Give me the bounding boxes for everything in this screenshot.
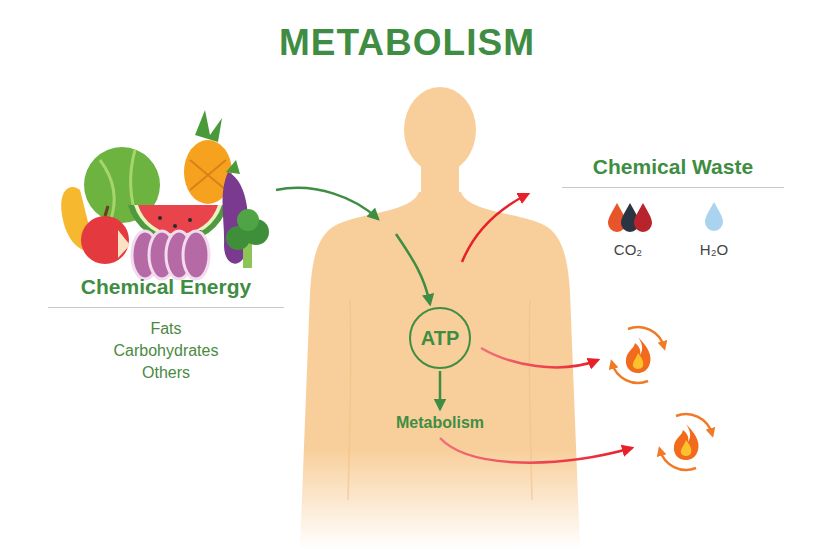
flow-arrow <box>439 371 442 409</box>
red-arrows <box>481 348 598 367</box>
fire-icon <box>633 353 644 369</box>
section-heading: Chemical Waste <box>562 155 784 188</box>
fruit-illustration <box>132 231 209 279</box>
chemical-formula: CO₂ <box>614 241 642 258</box>
body-silhouette <box>529 300 532 500</box>
section-heading: Chemical Energy <box>48 275 284 308</box>
atp-circle: ATP <box>409 307 471 369</box>
fire-icon <box>628 327 664 347</box>
fruit-illustration <box>226 160 240 174</box>
fire-icon <box>676 414 712 434</box>
waste-drops <box>608 202 723 232</box>
red-arrows <box>462 194 528 262</box>
molecule-label: ATP <box>421 327 460 350</box>
chemical-formula: H₂O <box>700 241 728 258</box>
red-arrows <box>440 438 632 463</box>
diagram-title: METABOLISM <box>0 22 814 64</box>
fruit-illustration <box>183 231 209 279</box>
fruit-illustration <box>188 218 192 222</box>
fruit-illustration <box>105 206 108 216</box>
fruit-illustration <box>81 216 129 264</box>
process-name: Metabolism <box>396 414 484 432</box>
nutrient-item: Carbohydrates <box>48 340 284 362</box>
fire-icon <box>681 440 692 456</box>
fruit-illustration <box>158 216 162 220</box>
fire-icon <box>660 414 712 470</box>
energy-source: Chemical EnergyFatsCarbohydratesOthers <box>48 110 284 400</box>
flow-arrow <box>276 188 430 304</box>
fruit-illustration <box>195 110 222 142</box>
body-silhouette <box>300 192 580 549</box>
nutrient-item: Others <box>48 362 284 384</box>
fire-icon <box>674 424 699 460</box>
fruit-illustration <box>173 224 177 228</box>
body-silhouette <box>348 300 351 500</box>
fire-icon <box>612 327 664 383</box>
fire-icon <box>626 337 651 373</box>
waste-output: Chemical WasteCO₂ H₂O <box>562 155 784 265</box>
fruit-illustration <box>61 110 269 279</box>
fruit-illustration <box>190 160 226 190</box>
waste-drops <box>705 202 723 231</box>
fruit-illustration <box>118 230 130 258</box>
body-silhouette <box>300 87 580 549</box>
flow-arrow <box>396 234 430 304</box>
waste-drops <box>634 203 652 232</box>
nutrient-item: Fats <box>48 318 284 340</box>
fruit-illustration <box>237 209 259 231</box>
flow-arrow <box>276 188 378 219</box>
flow-arrow <box>439 371 440 409</box>
process-label: Metabolism <box>392 412 488 434</box>
